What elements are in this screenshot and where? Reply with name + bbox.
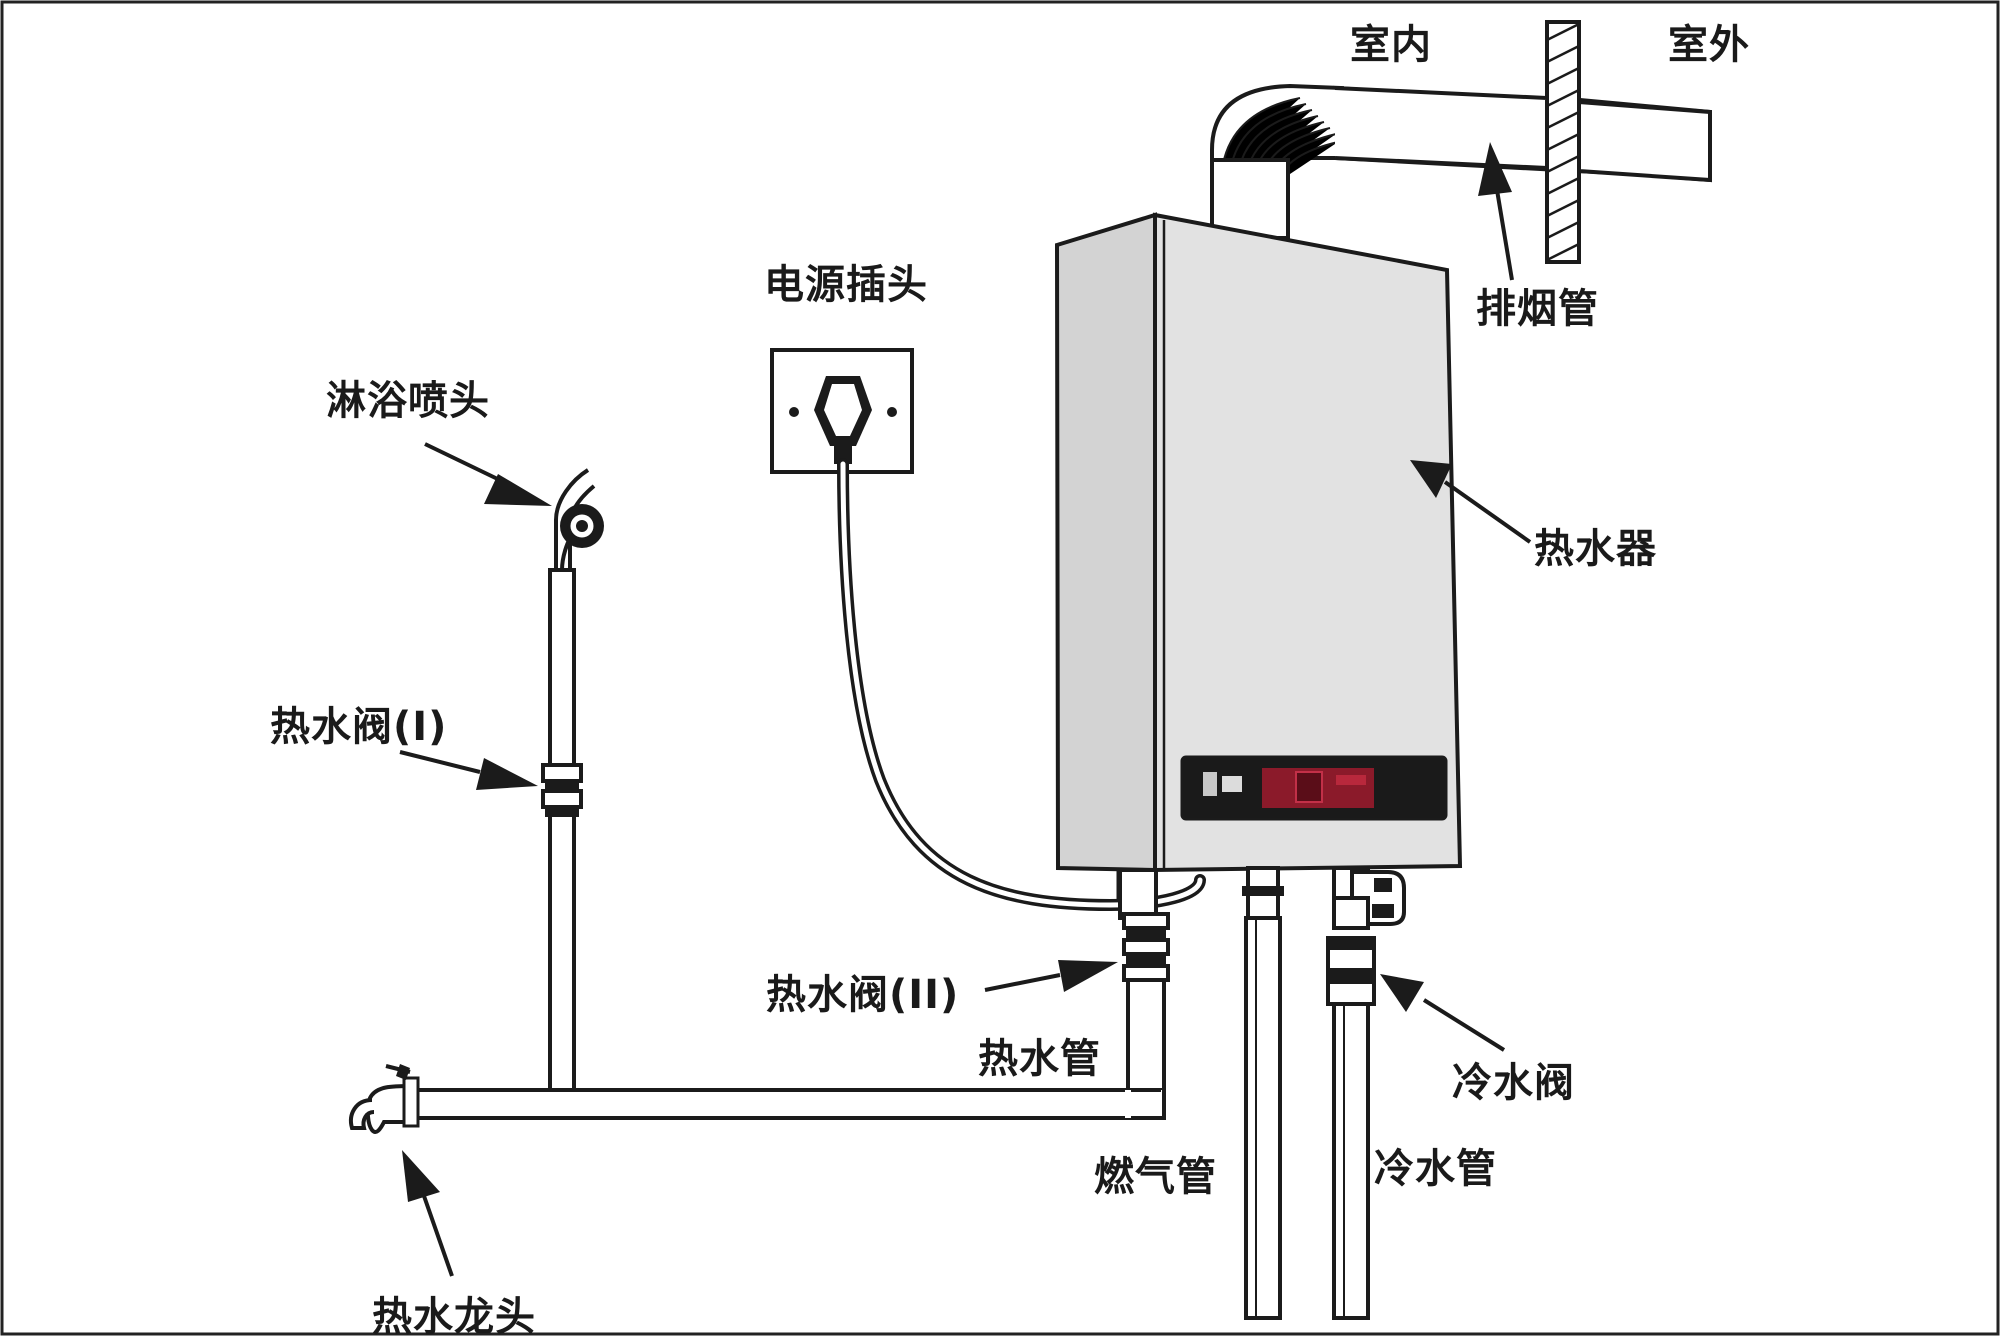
hot-outlet-fitting	[1118, 868, 1158, 920]
label-water-heater: 热水器	[1534, 526, 1657, 572]
gas-pipe	[1242, 866, 1284, 1320]
labels: 室内 室外 排烟管 电源插头 淋浴喷头 热水器 热水阀(I) 热水阀(II) 热…	[270, 22, 1750, 1336]
shower-riser	[548, 468, 596, 1092]
label-hot-valve-1: 热水阀(I)	[270, 704, 447, 750]
power-outlet	[770, 348, 914, 474]
arrow-hot-valve-2	[1058, 960, 1118, 992]
label-power-plug: 电源插头	[764, 262, 928, 308]
arrow-cold-valve	[1380, 974, 1424, 1012]
label-gas-pipe: 燃气管	[1094, 1154, 1217, 1200]
panel-button	[1222, 776, 1242, 792]
label-outdoor: 室外	[1668, 22, 1750, 68]
hot-valve-2	[1122, 912, 1170, 982]
hot-faucet	[349, 1064, 420, 1134]
wall-section	[1334, 20, 1712, 264]
label-hot-valve-2: 热水阀(II)	[766, 972, 959, 1018]
heater-side-face	[1054, 212, 1157, 873]
arrow-shower-head	[484, 474, 552, 506]
arrow-heater	[1410, 460, 1452, 498]
label-cold-valve: 冷水阀	[1452, 1060, 1575, 1106]
label-exhaust-pipe: 排烟管	[1476, 286, 1599, 332]
hot-valve-1	[541, 763, 583, 817]
exhaust-duct-vertical	[1210, 158, 1290, 240]
arrow-hot-valve-1	[476, 758, 538, 790]
arrow-hot-faucet	[402, 1150, 440, 1202]
faucet-body	[365, 1083, 414, 1134]
label-shower-head: 淋浴喷头	[326, 378, 490, 424]
arrow-exhaust	[1478, 142, 1512, 196]
shower-head	[560, 504, 604, 548]
pointer-arrows	[399, 142, 1532, 1277]
label-indoor: 室内	[1350, 22, 1432, 68]
water-heater	[1054, 212, 1463, 873]
label-hot-faucet: 热水龙头	[372, 1294, 536, 1336]
label-hot-water-pipe: 热水管	[978, 1036, 1101, 1082]
label-cold-water-pipe: 冷水管	[1374, 1146, 1497, 1192]
cold-water-pipe	[1326, 866, 1406, 1320]
heater-front-face	[1153, 212, 1463, 873]
hot-water-pipe	[410, 868, 1167, 1120]
